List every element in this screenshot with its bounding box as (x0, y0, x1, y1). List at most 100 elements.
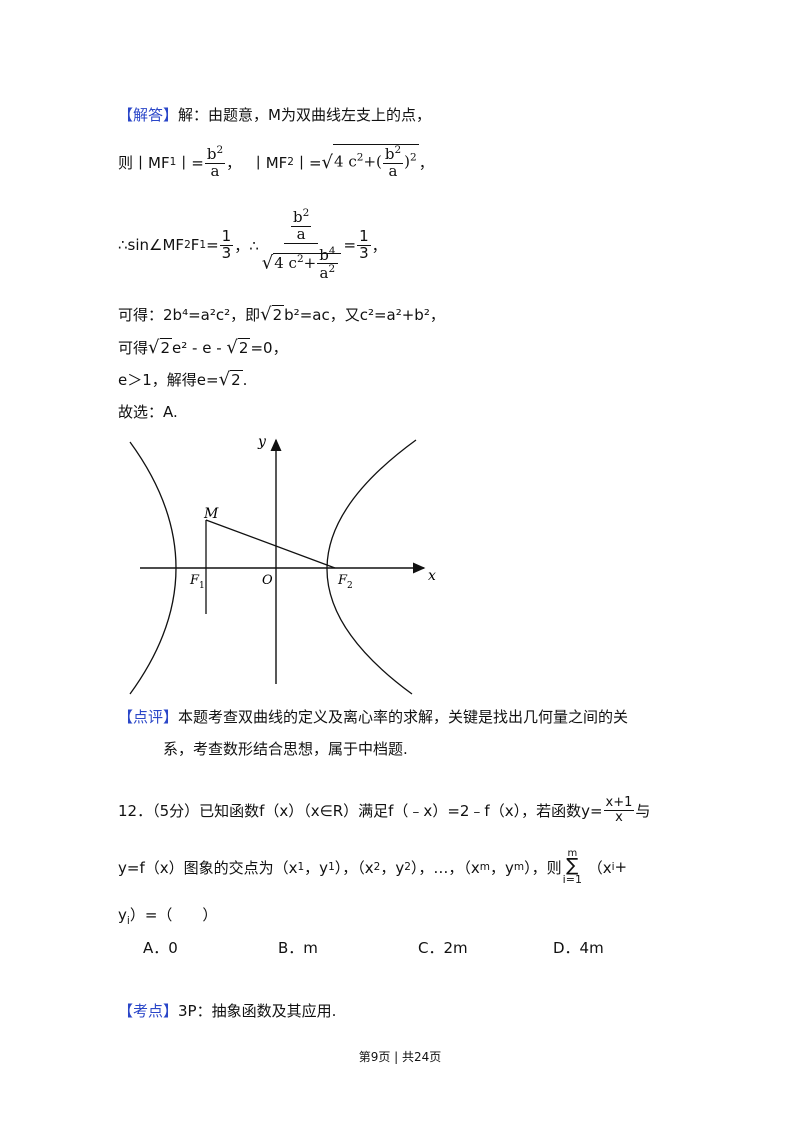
radical-icon-3: √ (260, 304, 272, 325)
option-c: C．2m (418, 939, 468, 957)
comment-line-1: 【点评】本题考查双曲线的定义及离心率的求解，关键是找出几何量之间的关 (118, 706, 628, 727)
line2-end: ， (371, 236, 387, 255)
radical-icon-5: √ (226, 337, 238, 358)
therefore: ，∴ (234, 236, 259, 255)
q-sub-i2: i (126, 915, 130, 927)
sum-symbol: ∑ (566, 855, 579, 877)
sum-bottom: i=1 (562, 872, 582, 886)
four-c: 4 c (334, 152, 357, 171)
den-three: 3 (221, 243, 232, 262)
q-sub-2: 2 (373, 861, 381, 873)
a2: a (319, 264, 329, 283)
q-frac-den: x (615, 809, 623, 825)
sub-2: 2 (287, 156, 294, 168)
line4-b: e² - e - (172, 339, 227, 357)
q-l2-i: + (614, 858, 628, 876)
question-line-3: yi）=（ ） (118, 904, 217, 927)
q-sub-m: m (479, 861, 491, 873)
line3-a: 可得：2b⁴=a²c²，即 (118, 306, 261, 324)
option-d: D．4m (553, 939, 604, 957)
frac-den-a: a (210, 161, 220, 180)
x-label: x (428, 568, 436, 584)
sqrt2-b: 2 (159, 338, 173, 357)
sqrt2-d: 2 (230, 370, 243, 389)
mf2-label: 丨MF (250, 153, 288, 172)
sub-1: 1 (169, 156, 177, 168)
comment-text-1: 本题考查双曲线的定义及离心率的求解，关键是找出几何量之间的关 (178, 708, 629, 726)
q-l2-f: ，y (490, 858, 514, 877)
solution-line-6: 故选：A. (118, 401, 178, 422)
line5-a: e＞1，解得e= (118, 371, 219, 389)
kaodian-text: 3P：抽象函数及其应用. (178, 1002, 337, 1020)
sqrt2-c: 2 (237, 338, 251, 357)
q-sub-2b: 2 (404, 861, 411, 873)
q-l2-a: y=f（x）图象的交点为（x (118, 858, 298, 877)
four-c-2: 4 c (274, 253, 297, 272)
eq-sign-3: = (206, 236, 219, 254)
eq-sign-4: = (343, 236, 357, 254)
big-b: b (292, 208, 303, 226)
radical-icon-4: √ (148, 337, 160, 358)
f1-label: F (189, 573, 200, 588)
num-one: 1 (219, 226, 234, 246)
comment-tag: 【点评】 (118, 708, 179, 726)
question-line-1: 12．（5分）已知函数f（x）（x∈R）满足f（﹣x）=2﹣f（x），若函数y=… (118, 790, 650, 830)
q-l2-b: ，y (304, 858, 329, 877)
sin-label: ∴sin∠MF (118, 236, 185, 254)
f2-label: F (337, 573, 348, 588)
plus-2: + (303, 253, 317, 272)
fraction-b2-over-a: b2 a (204, 143, 226, 180)
kaodian-line: 【考点】3P：抽象函数及其应用. (118, 1000, 336, 1021)
q-l2-d: ，y (380, 858, 405, 877)
solution-intro-text: 解：由题意，M为双曲线左支上的点， (178, 106, 431, 124)
q-l2-e: ），…，（x (410, 858, 480, 877)
q-sub-1: 1 (297, 861, 305, 873)
inner-a: a (388, 162, 398, 180)
option-a: A．0 (143, 939, 178, 957)
b4: b (319, 245, 329, 264)
right-branch (326, 439, 417, 695)
eq-sign: 丨= (176, 153, 204, 172)
inner-b: b (384, 145, 395, 164)
solution-line-5: e＞1，解得e=√2. (118, 369, 247, 390)
eq-sign-2: 丨= (293, 153, 322, 172)
f-label: F (190, 236, 200, 254)
line3-b: b²=ac，又c²=a²+b²， (284, 306, 445, 324)
page-footer: 第9页 | 共24页 (358, 1050, 442, 1064)
mf2-segment (205, 519, 336, 569)
comma: ， (226, 153, 242, 172)
mf1-label: 则丨MF (118, 153, 170, 172)
solution-tag: 【解答】 (118, 106, 179, 124)
radical-icon-2: √ (261, 251, 274, 273)
q-l3-b: ）=（ ） (129, 906, 218, 924)
q-sub-1b: 1 (328, 861, 335, 873)
point-m-label: M (203, 506, 219, 522)
q-l2-c: ），（x (334, 858, 374, 877)
q-l2-g: ），则 (524, 858, 562, 877)
line5-b: . (242, 371, 248, 389)
f1-sub: 1 (199, 581, 205, 591)
question-stem: 12．（5分）已知函数f（x）（x∈R）满足f（﹣x）=2﹣f（x），若函数y= (118, 801, 603, 820)
sub-1b: 1 (199, 239, 207, 251)
frac-num-b: b (206, 144, 217, 163)
num-one-2: 1 (357, 226, 371, 246)
question-end-1: 与 (635, 801, 651, 820)
summation: m ∑ i=1 (562, 849, 582, 886)
left-branch (129, 441, 177, 695)
option-b: B．m (278, 939, 318, 957)
q-sub-i: i (611, 861, 615, 873)
q-l3-a: y (118, 906, 127, 924)
f2-sub: 2 (347, 581, 353, 591)
radical-icon-6: √ (218, 369, 231, 390)
q-frac-num: x+1 (603, 794, 635, 811)
